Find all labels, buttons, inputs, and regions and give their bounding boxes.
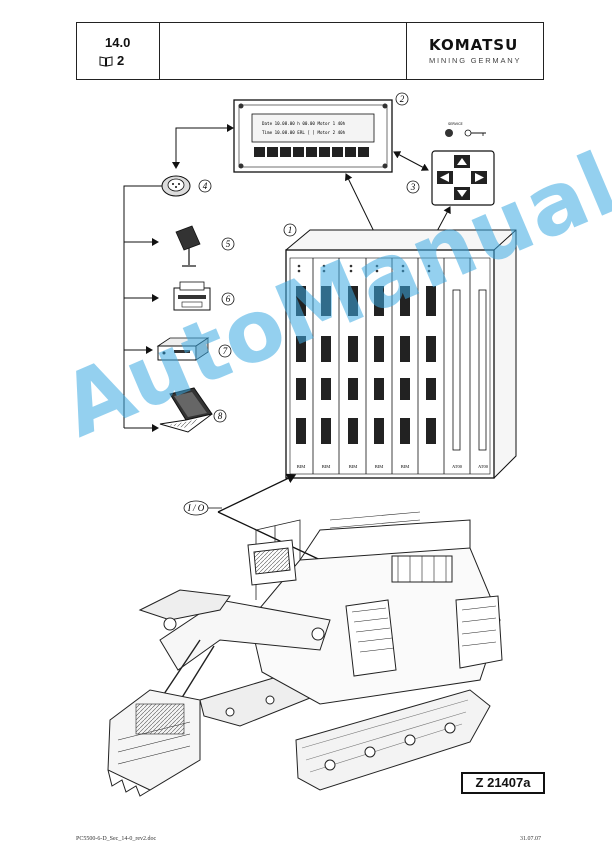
keypad[interactable]: [431, 150, 495, 206]
page-number-value: 2: [117, 53, 125, 68]
footer-date: 31.07.07: [520, 836, 541, 842]
display-line-2: Time 10.08.00 ERL [ ] Motor 2 40h: [262, 130, 346, 135]
callout-4-label: 4: [203, 181, 208, 191]
service-label: SERVICE: [448, 122, 463, 126]
callout-3-label: 3: [410, 182, 416, 192]
header-table: 14.0 2 KOMATSU MINING GERMANY: [76, 22, 544, 80]
figure-reference: Z 21407a: [461, 772, 545, 794]
brand-subtitle: MINING GERMANY: [429, 56, 522, 65]
display-buttons[interactable]: [254, 147, 369, 157]
printer-icon: [173, 281, 211, 311]
book-icon: [99, 56, 113, 67]
laptop-icon: [159, 387, 213, 433]
terminal-stand-icon: [175, 225, 201, 267]
brand-logo: KOMATSU: [429, 36, 519, 54]
callout-7-label: 7: [223, 346, 228, 356]
rack-label-1: BIM: [297, 464, 306, 469]
display-line-1: Date 10.08.00 h 00.00 Motor 1 40h: [262, 121, 346, 126]
callout-1-label: 1: [288, 225, 293, 235]
rack-label-2: BIM: [322, 464, 331, 469]
page-number: 2: [99, 53, 124, 68]
rack-label-7: AT00: [478, 464, 489, 469]
rack-label-4: BIM: [375, 464, 384, 469]
rack-label-3: BIM: [349, 464, 358, 469]
rack-label-6: AT00: [452, 464, 463, 469]
callout-3: [406, 180, 420, 194]
service-key-icon: SERVICE: [445, 122, 486, 137]
callout-io-label: I / O: [187, 503, 205, 513]
callout-8-label: 8: [218, 411, 223, 421]
footer-filename: PC5500-6-D_Sec_14-0_rev2.doc: [76, 836, 157, 842]
section-number: 14.0: [105, 35, 131, 50]
rack-modules: BIM BIM BIM BIM BIM AT00 AT00: [296, 264, 489, 469]
display-unit: Date 10.08.00 h 00.00 Motor 1 40h Time 1…: [233, 99, 393, 173]
header-section-cell: 14.0 2: [77, 23, 160, 79]
callout-6-label: 6: [226, 294, 231, 304]
rack-label-5: BIM: [401, 464, 410, 469]
header-brand-cell: KOMATSU MINING GERMANY: [406, 23, 543, 79]
rack-bottom-labels: BIM BIM BIM BIM BIM AT00 AT00: [297, 464, 489, 469]
callout-5-label: 5: [226, 239, 231, 249]
callout-2: [395, 92, 409, 106]
computer-unit-icon: [156, 337, 210, 361]
mining-excavator-illustration: [107, 511, 503, 797]
callout-2-label: 2: [400, 94, 405, 104]
connector-plug-icon: [161, 175, 191, 197]
